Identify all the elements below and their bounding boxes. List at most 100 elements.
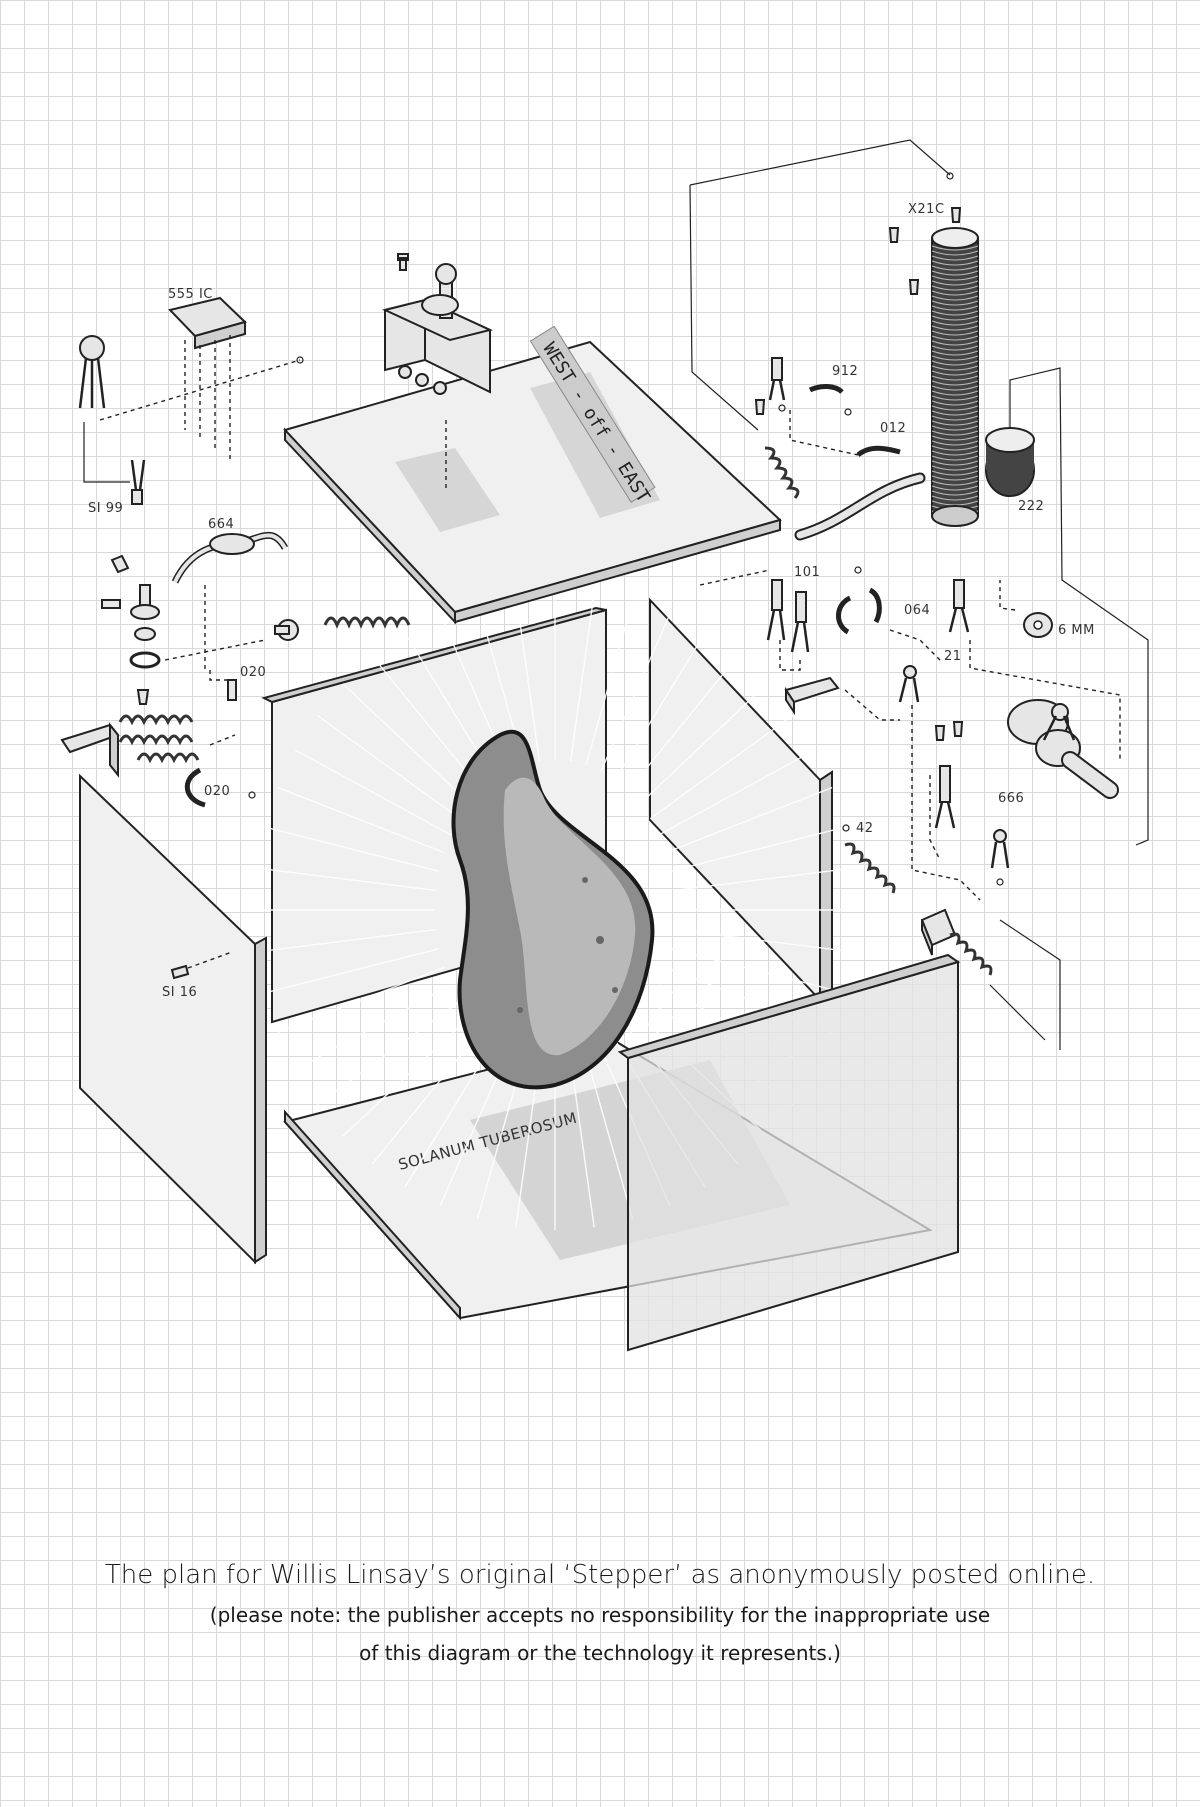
light-ray [294, 984, 452, 1071]
coil-winding [931, 250, 979, 256]
panel-shadow [395, 448, 500, 532]
x21c-label: X21C [908, 202, 945, 217]
bottom-right-bracket [920, 908, 1061, 1050]
coil-winding [931, 470, 979, 476]
spring-42: 42 [842, 821, 896, 894]
si99-label: SI 99 [88, 501, 123, 516]
coil-winding [931, 405, 979, 411]
coil-winding [931, 475, 979, 481]
si16-screw: SI 16 [162, 951, 233, 1000]
light-ray [371, 655, 483, 792]
resistor-664: 664 [171, 517, 289, 670]
coil-winding [931, 300, 979, 306]
light-ray [515, 592, 541, 762]
washer-6mm-label: 6 MM [1058, 623, 1095, 638]
part-21: 21 [944, 640, 1121, 760]
coil-winding [931, 290, 979, 296]
si16-label: SI 16 [162, 985, 197, 1000]
light-ray [277, 786, 445, 854]
part-21-label: 21 [944, 649, 962, 664]
knob-666-label: 666 [998, 791, 1024, 806]
spring-42-label: 42 [856, 821, 874, 836]
part-020-upper-label: 020 [240, 665, 266, 680]
coil-winding [931, 395, 979, 401]
coil-winding [931, 385, 979, 391]
coil-winding [931, 375, 979, 381]
light-ray [257, 867, 437, 892]
light-ray [658, 749, 816, 836]
ic-555-chip: 555 IC [168, 287, 247, 460]
coil-winding [931, 260, 979, 266]
light-ray [600, 614, 671, 772]
light-ray [404, 1039, 496, 1188]
knob-666: 666 [998, 699, 1119, 806]
light-ray [277, 966, 445, 1034]
back-right-panel [649, 597, 833, 1003]
x21c-coil: X21C [888, 202, 979, 527]
coil-winding [931, 495, 979, 501]
light-ray [316, 714, 461, 820]
coil-winding [931, 335, 979, 341]
front-right-panel [617, 953, 961, 1352]
caption-main-text: The plan for Willis Linsay’s original ‘S… [104, 1560, 1096, 1590]
resistor-664-label: 664 [208, 517, 234, 532]
coil-winding [931, 320, 979, 326]
coil-winding [931, 275, 979, 281]
part-020-upper: 020 [209, 665, 266, 701]
light-ray [569, 1058, 595, 1228]
light-ray [649, 714, 794, 820]
coil-winding [931, 355, 979, 361]
light-ray [585, 1054, 634, 1220]
left-springs [60, 714, 236, 778]
light-ray [316, 1000, 461, 1106]
right-wire-loop [689, 139, 951, 431]
switch-block [382, 253, 493, 492]
light-ray [670, 948, 845, 994]
spring-middle [274, 616, 411, 641]
coil-winding [931, 490, 979, 496]
coil-winding [931, 445, 979, 451]
caption-disclaimer: (please note: the publisher accepts no r… [0, 1596, 1200, 1672]
part-064: 064 [836, 579, 970, 661]
resistor-912-label: 912 [832, 364, 858, 379]
light-ray [673, 928, 853, 953]
coil-winding [931, 460, 979, 466]
coil-winding [931, 480, 979, 486]
coil-winding [931, 315, 979, 321]
ic-555-label: 555 IC [168, 287, 213, 302]
coil-winding [931, 360, 979, 366]
coil-winding [931, 310, 979, 316]
coil-winding [931, 400, 979, 406]
light-ray [569, 592, 595, 762]
light-ray [371, 1028, 483, 1165]
disclaimer-line-2: of this diagram or the technology it rep… [359, 1641, 841, 1665]
coil-winding [931, 370, 979, 376]
spring-upper-right [764, 446, 926, 541]
coil-winding [931, 330, 979, 336]
light-ray [342, 1015, 471, 1137]
light-ray [627, 655, 739, 792]
coil-222-label: 222 [1018, 499, 1044, 514]
coil-winding [931, 415, 979, 421]
coil-winding [931, 420, 979, 426]
coil-winding [931, 245, 979, 251]
coil-winding [931, 285, 979, 291]
small-right-parts [898, 665, 1010, 901]
coil-winding [931, 305, 979, 311]
coil-winding [931, 410, 979, 416]
caption: The plan for Willis Linsay’s original ‘S… [0, 1560, 1200, 1672]
coil-222: 222 [985, 367, 1149, 846]
coil-winding [931, 485, 979, 491]
coil-winding [931, 430, 979, 436]
coil-winding [931, 425, 979, 431]
light-ray [257, 928, 437, 953]
coil-winding [931, 455, 979, 461]
left-screws [101, 554, 266, 705]
coil-winding [931, 265, 979, 271]
coil-winding [931, 255, 979, 261]
coil-winding [931, 465, 979, 471]
light-ray [639, 683, 768, 805]
coil-winding [931, 440, 979, 446]
coil-winding [931, 345, 979, 351]
part-020-lower: 020 [185, 767, 256, 808]
